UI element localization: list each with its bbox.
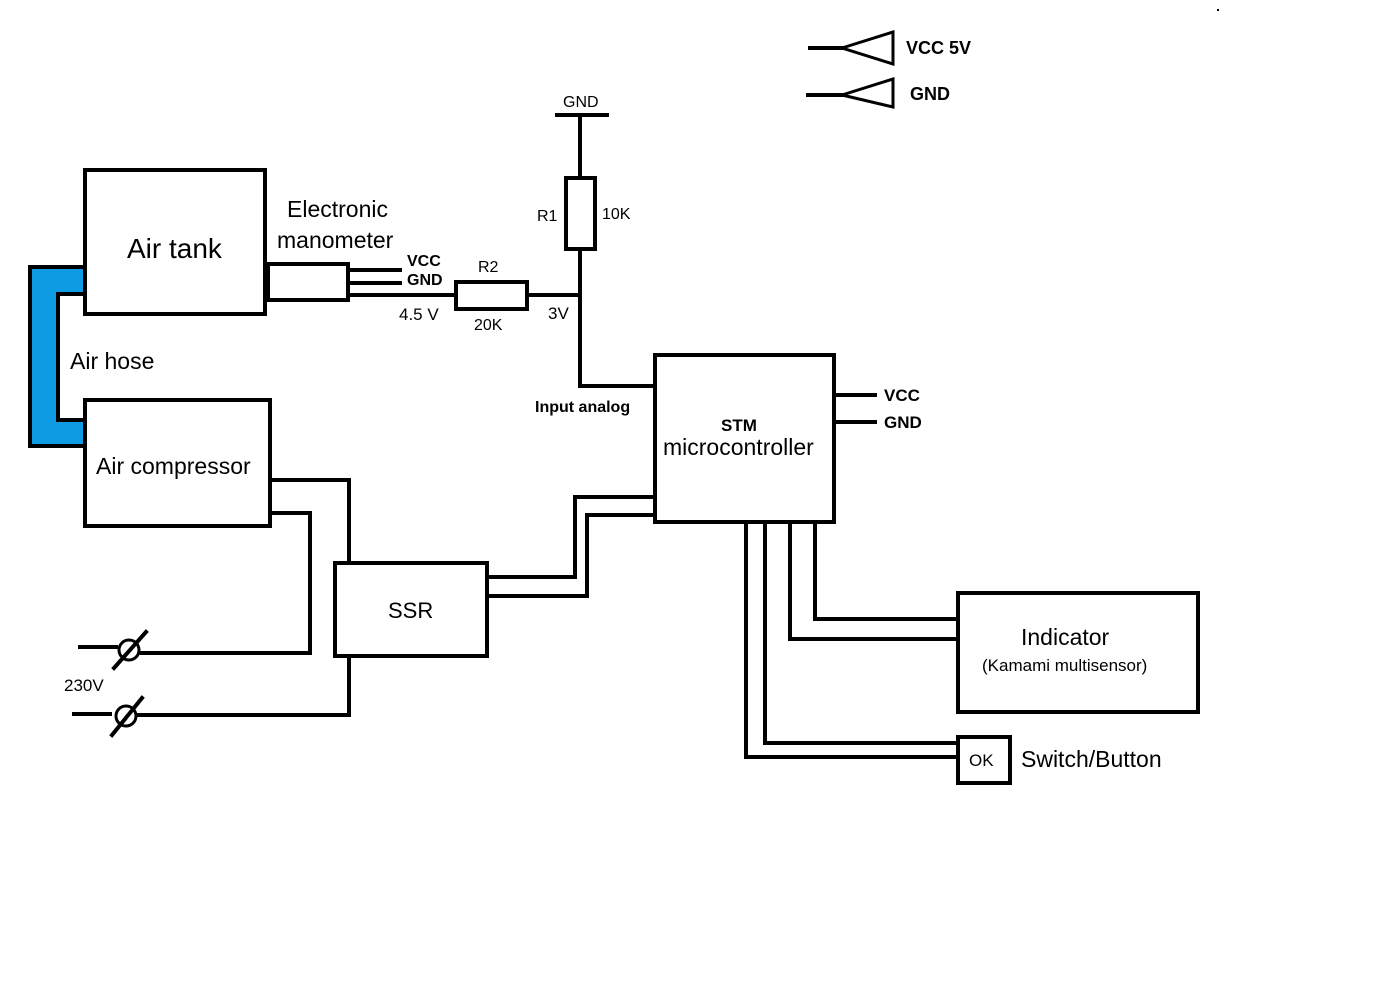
ssr-control-wires: [485, 495, 657, 598]
indicator-label-line2: (Kamami multisensor): [982, 656, 1147, 675]
stm-label-line1: STM: [721, 416, 757, 435]
vcc-5v-symbol: [808, 29, 895, 67]
mcu-gnd-pin: GND: [884, 413, 922, 432]
indicator: Indicator (Kamami multisensor): [956, 591, 1200, 714]
manometer-gnd-pin: GND: [407, 272, 443, 289]
switch-button-label: Switch/Button: [1021, 746, 1162, 772]
electronic-manometer: Electronic manometer VCC GND 4.5 V: [266, 196, 458, 324]
resistor-r2: [454, 280, 529, 311]
voltage-divider: GND R1 10K R2 20K 3V Input analog: [454, 94, 657, 416]
air-tank-label: Air tank: [127, 233, 223, 264]
air-compressor: Air compressor: [83, 398, 272, 528]
r2-value: 20K: [474, 317, 503, 334]
manometer-vcc-pin: VCC: [407, 253, 441, 270]
legend-vcc-label: VCC 5V: [906, 38, 971, 58]
mains-voltage-label: 230V: [64, 676, 104, 695]
mains-terminal-1: [111, 629, 149, 671]
r1-name: R1: [537, 208, 558, 225]
ssr-label: SSR: [388, 598, 433, 623]
ssr: SSR: [333, 561, 489, 658]
mcu-vcc-pin: VCC: [884, 386, 920, 405]
air-hose: Air hose: [28, 265, 154, 448]
mains-terminal-2: [109, 695, 145, 738]
indicator-label-line1: Indicator: [1021, 624, 1110, 650]
peripheral-wiring: [744, 520, 960, 759]
air-hose-label: Air hose: [70, 348, 154, 374]
r2-name: R2: [478, 259, 499, 276]
switch-ok-label: OK: [969, 751, 994, 770]
legend-gnd-label: GND: [910, 84, 950, 104]
r1-value: 10K: [602, 206, 631, 223]
legend: VCC 5V GND: [806, 9, 1219, 109]
stm-microcontroller: STM microcontroller VCC GND: [653, 353, 922, 524]
manometer-output-voltage: 4.5 V: [399, 305, 439, 324]
manometer-label-line1: Electronic: [287, 196, 388, 222]
node-voltage: 3V: [548, 304, 569, 323]
air-tank: Air tank: [83, 168, 267, 316]
gnd-symbol: [806, 76, 895, 109]
input-analog-label: Input analog: [535, 399, 630, 416]
stray-dot: [1217, 9, 1219, 11]
power-wiring: [72, 478, 351, 717]
air-compressor-label: Air compressor: [96, 453, 251, 479]
divider-gnd-label: GND: [563, 94, 599, 111]
stm-label-line2: microcontroller: [663, 434, 814, 460]
switch-button: OK Switch/Button: [956, 735, 1162, 785]
manometer-label-line2: manometer: [277, 227, 394, 253]
resistor-r1: [564, 176, 597, 251]
